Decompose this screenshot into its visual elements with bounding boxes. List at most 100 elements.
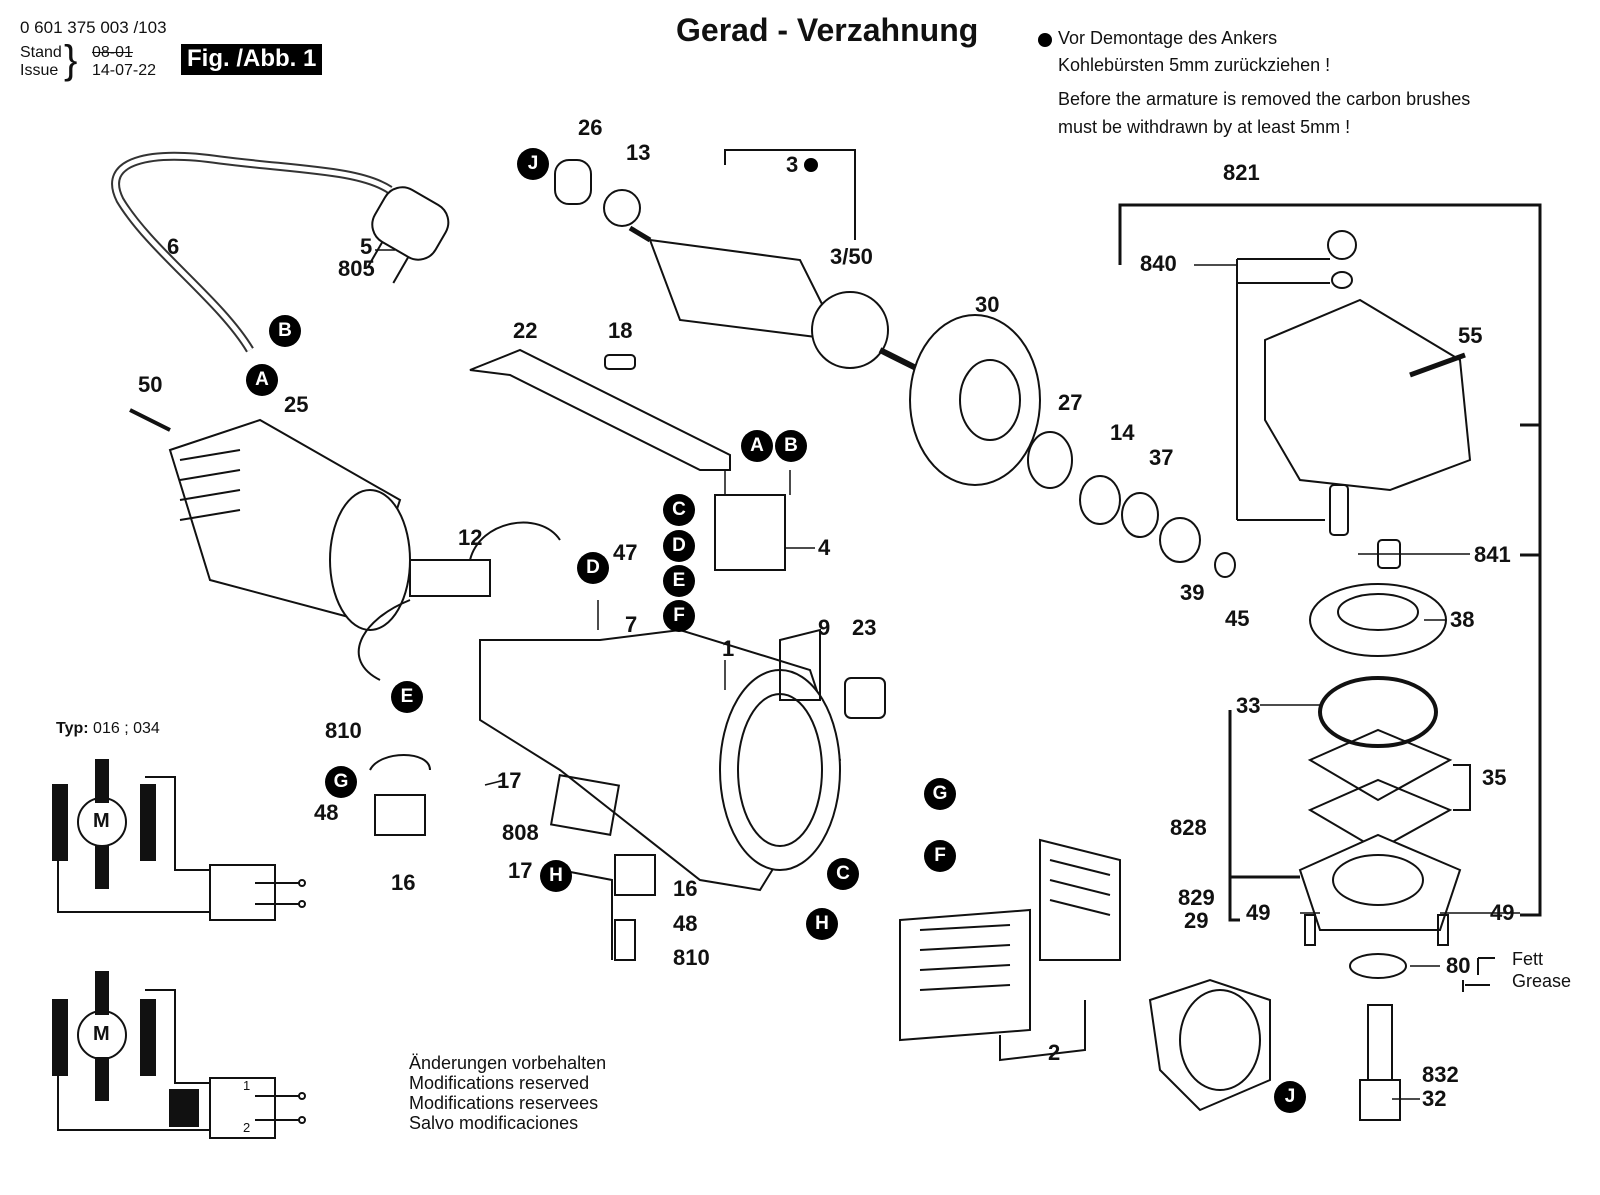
part-label-805: 805 bbox=[338, 256, 375, 281]
connector-marker-c: C bbox=[827, 858, 859, 890]
part-label-33: 33 bbox=[1236, 693, 1261, 718]
brush-wire-right bbox=[559, 869, 613, 960]
connector-marker-a: A bbox=[741, 430, 773, 462]
part-label-50: 50 bbox=[138, 372, 163, 397]
part-label-25: 25 bbox=[284, 392, 309, 417]
gasket-35b bbox=[1307, 778, 1453, 852]
plug-cap bbox=[1327, 230, 1357, 260]
connector-marker-f: F bbox=[663, 600, 695, 632]
bearing-14 bbox=[1079, 475, 1121, 525]
washer-37 bbox=[1121, 492, 1159, 538]
spindle bbox=[1367, 1004, 1393, 1086]
motor-symbol-2: M bbox=[93, 1023, 110, 1045]
part-label-48: 48 bbox=[314, 800, 339, 825]
pinion-39 bbox=[1159, 517, 1201, 563]
capacitor-12 bbox=[409, 559, 491, 597]
type-label: Typ: 016 ; 034 bbox=[56, 720, 160, 738]
connector-marker-g: G bbox=[325, 766, 357, 798]
part-label-35: 35 bbox=[1482, 765, 1507, 790]
part-label-80: 80 bbox=[1446, 953, 1471, 978]
screw-49b bbox=[1437, 914, 1449, 946]
modifications-notice: Änderungen vorbehalten Modifications res… bbox=[409, 1053, 606, 1133]
grease-de: Fett bbox=[1512, 949, 1544, 969]
power-cord bbox=[111, 151, 393, 353]
part-label-30: 30 bbox=[975, 292, 1000, 317]
part-label-3: 3 bbox=[786, 152, 799, 177]
field-coil bbox=[899, 838, 1121, 1062]
part-label-821: 821 bbox=[1223, 160, 1260, 185]
o-ring-33 bbox=[1318, 676, 1438, 748]
connector-marker-b: B bbox=[775, 430, 807, 462]
part-label-841: 841 bbox=[1474, 542, 1511, 567]
connector-marker-h: H bbox=[806, 908, 838, 940]
motor-housing bbox=[479, 628, 842, 892]
connector-marker-j: J bbox=[517, 148, 549, 180]
motor-symbol-1: M bbox=[93, 810, 110, 832]
note-de-line1: Vor Demontage des Ankers bbox=[1058, 28, 1278, 48]
footer-line-en: Modifications reserved bbox=[409, 1073, 590, 1093]
old-date: 08-01 bbox=[92, 44, 133, 61]
part-label-16: 16 bbox=[391, 870, 416, 895]
part-label-810: 810 bbox=[673, 945, 710, 970]
connector-marker-b: B bbox=[269, 315, 301, 347]
screw-49a bbox=[1304, 914, 1316, 946]
part-label-29: 29 bbox=[1184, 908, 1209, 933]
part-label-829: 829 bbox=[1178, 885, 1215, 910]
part-label-808: 808 bbox=[502, 820, 539, 845]
connector-marker-a: A bbox=[246, 364, 278, 396]
footer-line-es: Salvo modificaciones bbox=[409, 1113, 579, 1133]
brace-symbol: } bbox=[64, 38, 78, 82]
part-label-47: 47 bbox=[613, 540, 638, 565]
part-label-38: 38 bbox=[1450, 607, 1475, 632]
connector-marker-g: G bbox=[924, 778, 956, 810]
part-label-4: 4 bbox=[818, 535, 831, 560]
part-label-48: 48 bbox=[673, 911, 698, 936]
brush-holder-left bbox=[374, 794, 426, 836]
wiring-diagram-1 bbox=[52, 759, 306, 921]
part-label-7: 7 bbox=[625, 612, 638, 637]
part-label-37: 37 bbox=[1149, 445, 1174, 470]
connector-marker-d: D bbox=[663, 530, 695, 562]
issue-label: Issue bbox=[20, 62, 59, 79]
type-prefix: Typ: bbox=[56, 720, 89, 737]
part-label-828: 828 bbox=[1170, 815, 1207, 840]
part-label-49: 49 bbox=[1490, 900, 1515, 925]
grease-note: Fett Grease bbox=[1512, 948, 1571, 992]
part-label-18: 18 bbox=[608, 318, 633, 343]
page-title: Gerad - Verzahnung bbox=[676, 12, 979, 48]
connector-marker-c: C bbox=[663, 494, 695, 526]
part-label-23: 23 bbox=[852, 615, 877, 640]
bracket-821 bbox=[1118, 203, 1542, 917]
part-label-1: 1 bbox=[722, 636, 735, 661]
screw-50 bbox=[129, 408, 171, 432]
switch bbox=[714, 494, 786, 571]
part-label-55: 55 bbox=[1458, 323, 1483, 348]
wire-12 bbox=[469, 521, 561, 561]
bolt-840 bbox=[1329, 484, 1349, 536]
part-label-45: 45 bbox=[1225, 606, 1250, 631]
part-label-13: 13 bbox=[626, 140, 651, 165]
screw-55 bbox=[1409, 352, 1466, 378]
washer-80 bbox=[1349, 953, 1407, 979]
stand-label: Stand bbox=[20, 44, 62, 61]
connector-marker-e: E bbox=[391, 681, 423, 713]
part-label-26: 26 bbox=[578, 115, 603, 140]
connector-marker-h: H bbox=[540, 860, 572, 892]
brush-wire-left bbox=[369, 754, 431, 771]
brush-holder-right bbox=[614, 854, 656, 896]
type-values: 016 ; 034 bbox=[93, 720, 160, 737]
ring-27 bbox=[1027, 431, 1073, 489]
part-label-9: 9 bbox=[818, 615, 831, 640]
spring-840 bbox=[1331, 271, 1353, 289]
connector-marker-d: D bbox=[577, 552, 609, 584]
bearing-26 bbox=[554, 159, 592, 205]
part-label-27: 27 bbox=[1058, 390, 1083, 415]
part-label-49: 49 bbox=[1246, 900, 1271, 925]
armature bbox=[628, 225, 922, 373]
note-en-line2: must be withdrawn by at least 5mm ! bbox=[1058, 117, 1351, 137]
part-label-3-50: 3/50 bbox=[830, 244, 873, 269]
part-label-16: 16 bbox=[673, 876, 698, 901]
figure-label: Fig. /Abb. 1 bbox=[181, 44, 323, 75]
grease-en: Grease bbox=[1512, 971, 1572, 991]
